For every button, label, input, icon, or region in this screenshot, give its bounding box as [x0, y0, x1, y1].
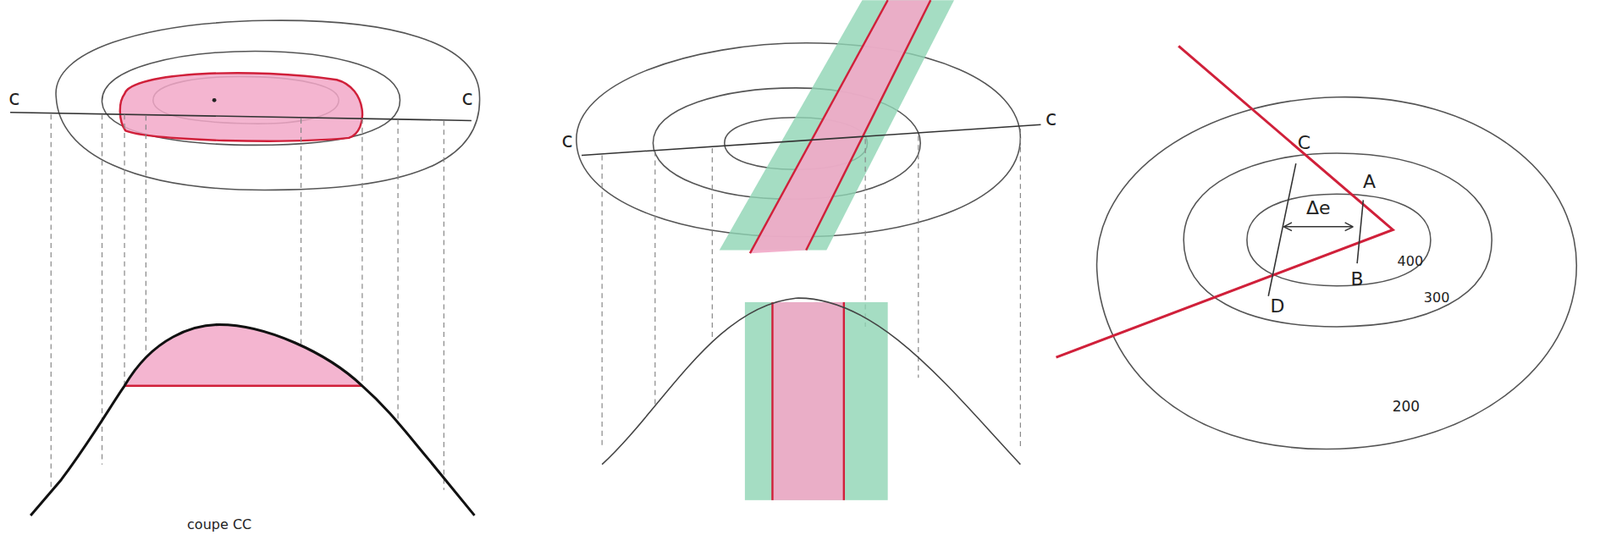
label-text: coupe CC: [187, 518, 252, 532]
label-text: 300: [1423, 291, 1451, 305]
label-text: B: [1351, 270, 1364, 289]
label-text: c: [461, 88, 473, 109]
label-text: c: [562, 130, 574, 151]
label-text: c: [1045, 108, 1057, 129]
label-text: 200: [1392, 398, 1420, 414]
label-text: C: [1297, 133, 1311, 153]
label-text: D: [1270, 297, 1286, 316]
label-text: A: [1362, 172, 1376, 192]
label-text: 400: [1397, 254, 1424, 269]
label-text: c: [8, 88, 20, 109]
label-text: Δe: [1306, 198, 1331, 218]
